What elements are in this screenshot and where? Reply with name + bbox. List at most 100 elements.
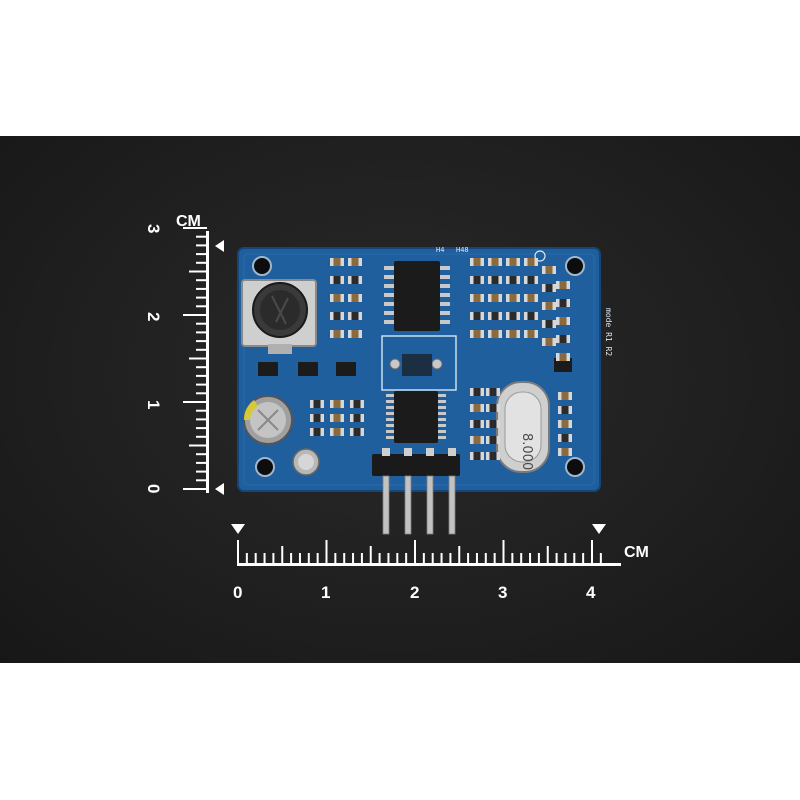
horizontal-ruler-tick [484,553,487,564]
vertical-ruler-tick [196,279,207,282]
vertical-tick-label-3: 3 [144,224,163,233]
silk-label-top-a: H4 [436,246,444,254]
vertical-ruler-tick [196,374,207,377]
horizontal-ruler-tick [511,553,514,564]
vertical-ruler: CM 3 2 1 0 [144,213,224,495]
product-photo: CM 3 2 1 0 CM 0 1 2 3 4 [0,136,800,663]
ic-pin [440,320,450,324]
horizontal-ruler-tick [343,553,346,564]
small-capacitor [292,448,320,476]
horizontal-ruler-tick [537,553,540,564]
vertical-ruler-tick [196,253,207,256]
horizontal-ruler-tick [582,553,585,564]
transistor-group [258,358,572,376]
capacitor-stripe [243,400,258,420]
horizontal-ruler-tick [502,540,505,564]
capacitor-vent [257,409,279,431]
horizontal-ruler-tick [422,553,425,564]
vertical-ruler-tick [183,314,207,316]
smd-body [473,294,481,302]
vertical-ruler-spine [206,231,209,493]
smd-body [559,317,567,325]
horizontal-ruler-tick [414,540,416,564]
smd-body [561,392,569,400]
smd-body [545,338,553,346]
horizontal-ruler-tick [396,553,399,564]
horizontal-ruler-tick [405,553,408,564]
smd-body [473,258,481,266]
ic-pin [386,436,394,439]
ic-pin [386,412,394,415]
vertical-ruler-tick [196,470,207,473]
smd-body [491,312,499,320]
ic-pin [438,400,446,403]
horizontal-ruler-tick [555,553,558,564]
horizontal-ruler-tick [281,546,284,564]
ic-pin [440,293,450,297]
horizontal-ruler-tick [254,553,257,564]
ic-chip-bottom [386,391,446,443]
smd-body [333,276,341,284]
pin-header-pins [382,448,456,535]
vertical-unit-label: CM [176,213,201,230]
vertical-ruler-tick [183,401,207,403]
smd-body [559,281,567,289]
mounting-hole-top-left [252,256,272,276]
vertical-ruler-bottom-marker [215,483,224,495]
horizontal-ruler-left-marker [231,524,245,534]
vertical-ruler-tick [196,366,207,369]
smd-body [491,258,499,266]
header-pin-leg [404,475,412,535]
transformer [241,279,317,354]
crystal-oscillator: 8.000 [496,381,550,473]
vertical-ruler-tick [196,479,207,482]
ic-pin [384,302,394,306]
header-pin-leg [382,475,390,535]
smd-body [473,420,481,428]
center-module-chip [402,354,432,376]
smd-body [473,404,481,412]
header-pin-tip [404,448,412,456]
horizontal-ruler-tick [573,553,576,564]
ic-pin [440,275,450,279]
crystal-marking: 8.000 [519,433,534,470]
horizontal-ruler-tick [334,553,337,564]
ic-chip-top-pins [384,266,450,324]
smd-body [351,294,359,302]
transistor-2 [298,362,318,376]
transformer-core-slot [271,295,289,325]
horizontal-tick-label-1: 1 [321,583,330,602]
horizontal-ruler-tick [378,553,381,564]
horizontal-ruler-tick [520,553,523,564]
smd-body [561,420,569,428]
smd-body [561,406,569,414]
vertical-ruler-tick [196,305,207,308]
vertical-ruler-tick [196,392,207,395]
ic-chip-bottom-pins [386,394,446,439]
horizontal-ruler-tick [263,553,266,564]
smd-body [333,428,341,436]
smd-body [333,258,341,266]
ic-pin [438,424,446,427]
pcb-edge-trace [243,253,595,486]
ic-pin [438,394,446,397]
smd-body [473,452,481,460]
vertical-ruler-tick [189,270,207,273]
horizontal-tick-label-4: 4 [586,583,596,602]
horizontal-ruler-tick [564,553,567,564]
smd-body [351,312,359,320]
ic-chip-top-body [394,261,440,331]
vertical-ruler-tick [196,461,207,464]
horizontal-ruler-ticks [237,540,602,564]
horizontal-ruler-spine [237,563,621,566]
ic-pin [440,311,450,315]
smd-body [473,388,481,396]
horizontal-ruler-tick [529,553,532,564]
header-pin-tip [448,448,456,456]
ic-pin [386,406,394,409]
vertical-ruler-tick [196,383,207,386]
smd-body [509,276,517,284]
smd-body [473,312,481,320]
horizontal-ruler-tick [237,540,239,564]
horizontal-ruler-tick [493,553,496,564]
